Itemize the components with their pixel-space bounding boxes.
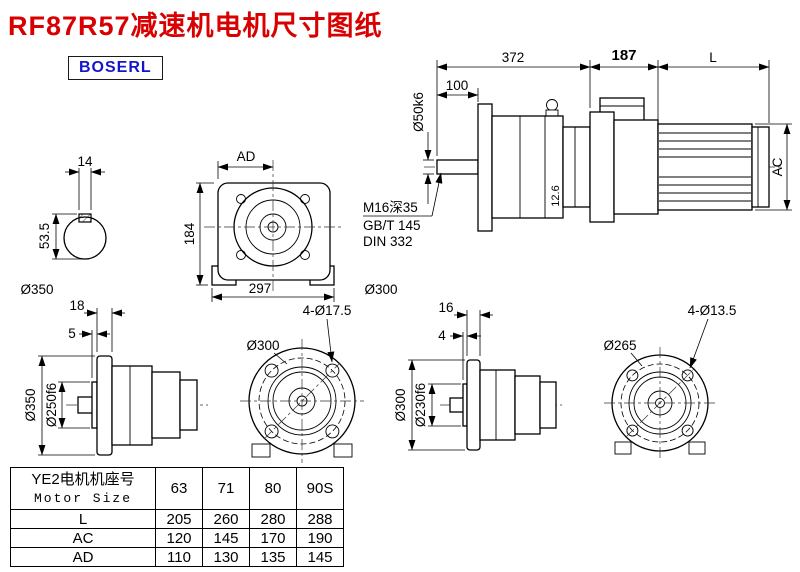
flange-a-front-view: Ø300 4-Ø17.5: [240, 303, 364, 463]
brand-logo: BOSERL: [68, 56, 163, 80]
dim-53-5-label: 53.5: [37, 223, 52, 249]
dim-297-label: 297: [249, 281, 272, 296]
dim-L-label: L: [709, 50, 717, 65]
gearmotor-side-dimensions: 372 187 L 100 Ø50k6 AC 12.6 M16深: [363, 47, 792, 297]
gearmotor-side-view: [424, 97, 782, 232]
dim-o230-label: Ø230f6: [413, 383, 428, 427]
dim-187-label: 187: [611, 47, 636, 64]
cell-value: 170: [249, 528, 297, 548]
header-label-cn: YE2电机机座号: [31, 470, 135, 488]
header-motor-size-cell: YE2电机机座号 Motor Size: [10, 467, 156, 510]
table-row-L: L 205 260 280 288: [10, 509, 344, 529]
cell-value: 145: [202, 528, 250, 548]
header-label-en: Motor Size: [33, 490, 132, 506]
dim-14-label: 14: [77, 154, 93, 169]
dim-16-label: 16: [438, 300, 453, 315]
cell-value: 288: [296, 509, 344, 529]
cell-value: 260: [202, 509, 250, 529]
cell-value: 145: [296, 547, 344, 567]
label-o350: Ø350: [20, 282, 53, 297]
shaft-section-view: 14 53.5 Ø350: [20, 154, 107, 297]
dim-372-label: 372: [502, 50, 525, 65]
gearbox-front-view: AD 184 297: [182, 149, 342, 302]
row-label: L: [10, 509, 156, 529]
cell-value: 280: [249, 509, 297, 529]
table-row-AC: AC 120 145 170 190: [10, 528, 344, 548]
note-thread: M16深35: [363, 200, 418, 215]
table-row-AD: AD 110 130 135 145: [10, 547, 344, 567]
motor-size-71: 71: [202, 467, 250, 510]
flange-a-side-view: 18 5 Ø350 Ø250f6: [23, 298, 208, 456]
page-title: RF87R57减速机电机尺寸图纸: [8, 11, 383, 41]
dim-o250-label: Ø250f6: [44, 383, 59, 427]
cell-value: 205: [155, 509, 203, 529]
dim-o350-label: Ø350: [23, 388, 38, 421]
flange-b-bolt-circle-label: Ø265: [603, 338, 636, 353]
dim-12-6-label: 12.6: [550, 185, 562, 206]
dim-o300-label: Ø300: [393, 388, 408, 421]
dim-AC-label: AC: [770, 157, 785, 176]
cell-value: 110: [155, 547, 203, 567]
dim-4-label: 4: [438, 328, 446, 343]
motor-size-table: YE2电机机座号 Motor Size 63 71 80 90S L 205 2…: [10, 467, 344, 567]
dim-shaft-dia-label: Ø50k6: [411, 92, 426, 132]
label-o300: Ø300: [364, 282, 397, 297]
row-label: AD: [10, 547, 156, 567]
motor-size-90s: 90S: [296, 467, 344, 510]
dim-184-label: 184: [182, 222, 197, 245]
cell-value: 120: [155, 528, 203, 548]
note-gb-standard: GB/T 145: [363, 218, 421, 233]
flange-b-side-view: 16 4 Ø300 Ø230f6: [393, 300, 562, 451]
cell-value: 135: [249, 547, 297, 567]
cell-value: 130: [202, 547, 250, 567]
dim-100-label: 100: [446, 78, 469, 93]
table-header-row: YE2电机机座号 Motor Size 63 71 80 90S: [10, 467, 344, 510]
flange-b-front-view: Ø265 4-Ø13.5: [603, 303, 736, 459]
row-label: AC: [10, 528, 156, 548]
cell-value: 190: [296, 528, 344, 548]
motor-size-80: 80: [249, 467, 297, 510]
dim-18-label: 18: [69, 298, 84, 313]
motor-size-63: 63: [155, 467, 203, 510]
dim-AD-label: AD: [237, 149, 256, 164]
flange-a-bolt-circle-label: Ø300: [246, 338, 279, 353]
note-din-standard: DIN 332: [363, 234, 413, 249]
dim-5-label: 5: [68, 326, 76, 341]
flange-b-holes-label: 4-Ø13.5: [688, 303, 737, 318]
flange-a-holes-label: 4-Ø17.5: [303, 303, 352, 318]
